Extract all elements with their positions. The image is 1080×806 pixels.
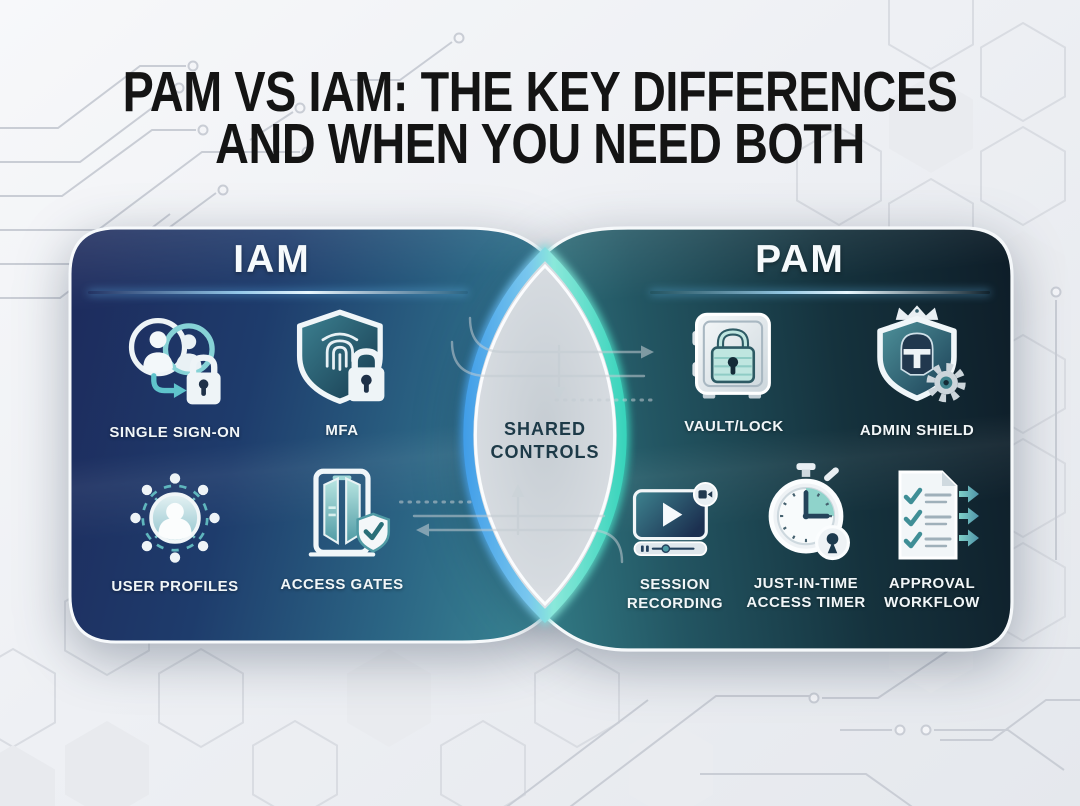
title-line-2: AND WHEN YOU NEED BOTH xyxy=(215,112,865,177)
users-link-lock-icon xyxy=(122,310,228,416)
user-network-icon xyxy=(123,466,227,570)
safe-padlock-icon xyxy=(682,306,786,410)
iam-heading: IAM xyxy=(233,238,311,281)
pam-heading: PAM xyxy=(755,238,845,281)
item-label: USER PROFILES xyxy=(111,578,239,595)
iam-item-user-profiles: USER PROFILES xyxy=(85,466,265,597)
shield-fingerprint-lock-icon xyxy=(289,308,395,414)
shared-controls-label: SHARED CONTROLS xyxy=(490,419,600,463)
item-label: APPROVAL WORKFLOW xyxy=(884,575,980,611)
shield-helmet-gear-icon xyxy=(861,302,973,414)
item-label: ADMIN SHIELD xyxy=(859,422,975,439)
pam-item-admin-shield: ADMIN SHIELD xyxy=(822,302,1012,441)
iam-item-mfa: MFA xyxy=(252,308,432,441)
item-label: ACCESS GATES xyxy=(280,576,404,593)
item-label: JUST-IN-TIME ACCESS TIMER xyxy=(746,575,866,611)
pam-heading-divider xyxy=(650,291,990,294)
flow-arrow-right xyxy=(468,316,654,359)
iam-item-access-gates: ACCESS GATES xyxy=(252,464,432,595)
title-line-1: PAM VS IAM: THE KEY DIFFERENCES xyxy=(122,60,958,124)
pam-item-session-recording: SESSION RECORDING xyxy=(620,476,730,614)
pam-item-jit-access-timer: JUST-IN-TIME ACCESS TIMER xyxy=(731,461,881,613)
pam-item-vault-lock: VAULT/LOCK xyxy=(644,306,824,437)
flow-line-right xyxy=(450,340,646,378)
stopwatch-keyhole-icon xyxy=(753,461,859,567)
video-player-camera-icon xyxy=(629,476,721,568)
flow-arrow-left xyxy=(416,523,624,564)
item-label: SESSION RECORDING xyxy=(626,576,724,612)
item-label: VAULT/LOCK xyxy=(684,418,784,435)
item-label: SINGLE SIGN-ON xyxy=(109,424,241,441)
flow-arrows xyxy=(398,316,658,564)
page-title: PAM VS IAM: THE KEY DIFFERENCES AND WHEN… xyxy=(97,60,983,177)
gates-shield-check-icon xyxy=(290,464,394,568)
pam-item-approval-workflow: APPROVAL WORKFLOW xyxy=(877,467,987,613)
checklist-arrows-icon xyxy=(882,467,982,567)
item-label: MFA xyxy=(325,422,359,439)
iam-heading-divider xyxy=(88,291,468,294)
iam-item-single-sign-on: SINGLE SIGN-ON xyxy=(85,310,265,443)
